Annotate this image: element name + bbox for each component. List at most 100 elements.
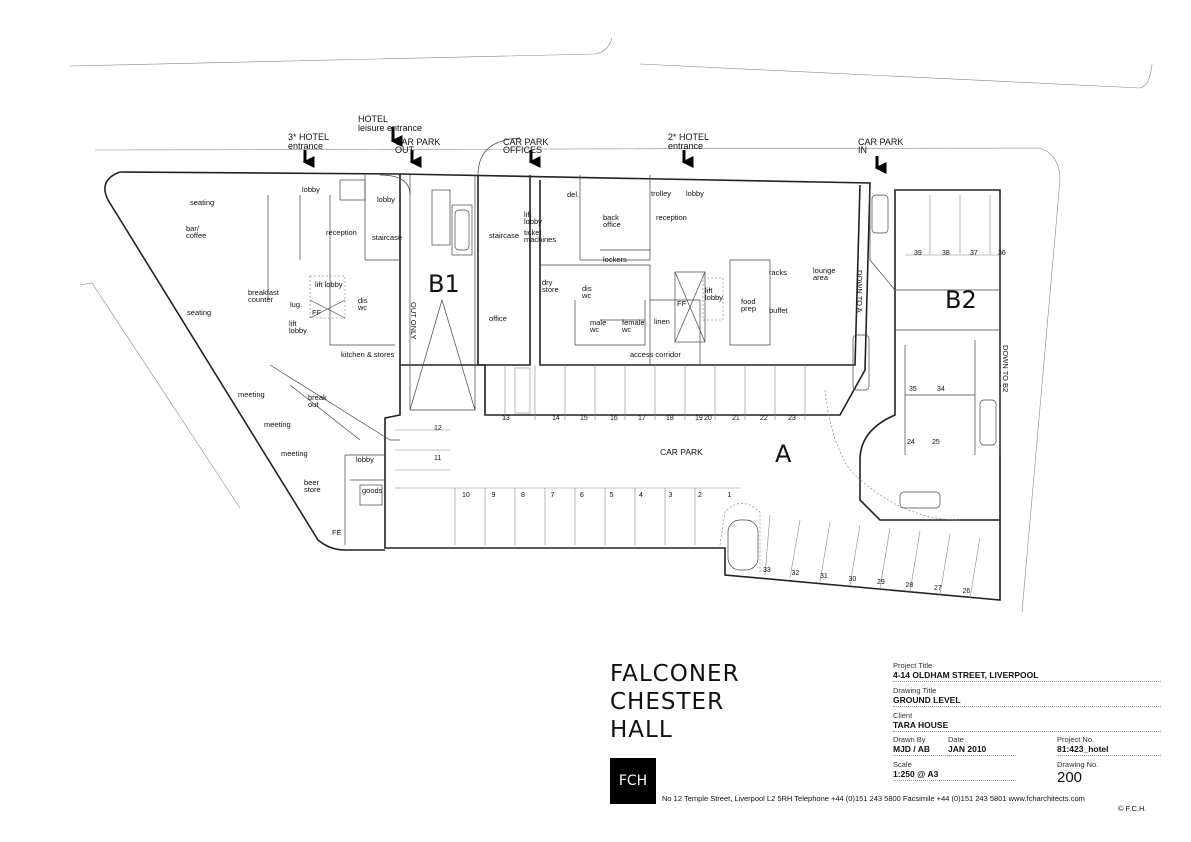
room-label: lobby (289, 326, 307, 335)
room-label: wc (589, 325, 599, 334)
field-value: 81:423_hotel (1057, 744, 1161, 756)
entrance-label: leisure entrance (358, 123, 422, 133)
parking-space-number: 22 (760, 415, 768, 422)
entrance-labels: 3* HOTEL entrance HOTEL leisure entrance… (288, 114, 903, 155)
parking-space-number: 18 (666, 415, 674, 422)
room-label: FF (677, 299, 687, 308)
parking-space-number: 8 (521, 492, 525, 499)
entrance-label: entrance (668, 141, 703, 151)
parking-space-number: 32 (792, 570, 800, 577)
drawing-no-field: Drawing No. 200 (1057, 760, 1161, 786)
parking-space-number: 15 (580, 415, 588, 422)
parking-space-number: 12 (434, 425, 442, 432)
room-label: out (308, 400, 319, 409)
parking-space-number: 11 (434, 455, 441, 462)
firm-name-line: CHESTER (610, 689, 725, 715)
field-label: Drawn By (893, 735, 926, 744)
entrance-label: 2* HOTEL (668, 132, 709, 142)
room-label: racks (769, 268, 787, 277)
parking-space-number: 19 (695, 415, 703, 422)
parking-space-number: 35 (909, 386, 917, 393)
room-label: back (603, 213, 619, 222)
room-label: lounge (813, 266, 836, 275)
room-label: bar/ (186, 224, 200, 233)
field-value: JAN 2010 (948, 744, 1016, 756)
room-label: dis (582, 284, 592, 293)
room-label: lift (705, 286, 713, 295)
room-label: male (590, 318, 606, 327)
room-label: del. (567, 190, 579, 199)
room-label: food (741, 297, 756, 306)
room-label: female (622, 318, 645, 327)
parking-space-number: 17 (638, 415, 646, 422)
parking-space-number: 13 (502, 415, 510, 422)
entrance-label: OFFICES (503, 145, 542, 155)
street-kerbs (69, 37, 1153, 613)
scale-field: Scale 1:250 @ A3 (893, 760, 1016, 781)
room-label: meeting (264, 420, 291, 429)
parking-space-number: 7 (551, 492, 555, 499)
room-label: CAR PARK (660, 447, 703, 457)
firm-name-line: HALL (610, 717, 673, 743)
field-label: Drawing Title (893, 686, 937, 695)
field-label: Project Title (893, 661, 933, 670)
parking-space-number: 25 (932, 439, 940, 446)
parking-bays (395, 195, 1000, 599)
parking-space-number: 26 (963, 588, 971, 595)
field-value: 200 (1057, 769, 1083, 786)
room-label: lift lobby (315, 280, 343, 289)
parking-space-number: 31 (820, 573, 828, 580)
field-value: 4-14 OLDHAM STREET, LIVERPOOL (893, 670, 1161, 682)
room-label: lug. (290, 300, 302, 309)
client-field: Client TARA HOUSE (893, 711, 1161, 732)
room-label: lobby (705, 293, 723, 302)
zone-a: A (775, 440, 792, 468)
parking-space-number: 37 (970, 250, 978, 257)
room-label: office (603, 220, 621, 229)
room-label: lobby (302, 185, 320, 194)
date-field: Date JAN 2010 (948, 735, 1016, 756)
entrance-label: 3* HOTEL (288, 132, 329, 142)
entrance-label: entrance (288, 141, 323, 151)
room-label: lobby (356, 455, 374, 464)
field-label: Scale (893, 760, 912, 769)
parking-space-number: 6 (580, 492, 584, 499)
firm-address: No 12 Temple Street, Liverpool L2 5RH Te… (662, 794, 1085, 803)
parking-space-number: 5 (610, 492, 614, 499)
parking-space-number: 34 (937, 386, 945, 393)
room-label: beer (304, 478, 320, 487)
entrance-label: HOTEL (358, 114, 388, 124)
room-label: linen (654, 317, 670, 326)
room-label: meeting (281, 449, 308, 458)
parking-space-number: 9 (492, 492, 496, 499)
parking-space-number: 39 (914, 250, 922, 257)
room-label: counter (248, 295, 274, 304)
room-label: breakfast (248, 288, 280, 297)
room-label: DOWN TO A (855, 270, 864, 313)
room-label: lift (289, 319, 297, 328)
field-value: TARA HOUSE (893, 720, 1161, 732)
firm-name-line: FALCONER (610, 661, 740, 687)
project-no-field: Project No. 81:423_hotel (1057, 735, 1161, 756)
parking-space-number: 23 (788, 415, 796, 422)
room-label: lockers (603, 255, 627, 264)
field-label: Drawing No. (1057, 760, 1099, 769)
field-label: Client (893, 711, 913, 720)
room-label: break (308, 393, 327, 402)
fch-logo: FCH (610, 758, 656, 804)
room-label: staircase (489, 231, 519, 240)
parking-space-number: 20 (704, 415, 712, 422)
room-label: wc (357, 303, 367, 312)
room-label: dis (358, 296, 368, 305)
room-label: kitchen & stores (341, 350, 395, 359)
room-label: meeting (238, 390, 265, 399)
parking-space-number: 28 (906, 582, 914, 589)
room-label: buffet (769, 306, 789, 315)
parking-space-number: 1 (728, 492, 732, 499)
entrance-label: IN (858, 145, 867, 155)
entrance-label: OUT (395, 145, 415, 155)
room-label: coffee (186, 231, 206, 240)
parking-space-number: 38 (942, 250, 950, 257)
room-label: access corridor (630, 350, 681, 359)
parking-space-number: 33 (763, 567, 771, 574)
